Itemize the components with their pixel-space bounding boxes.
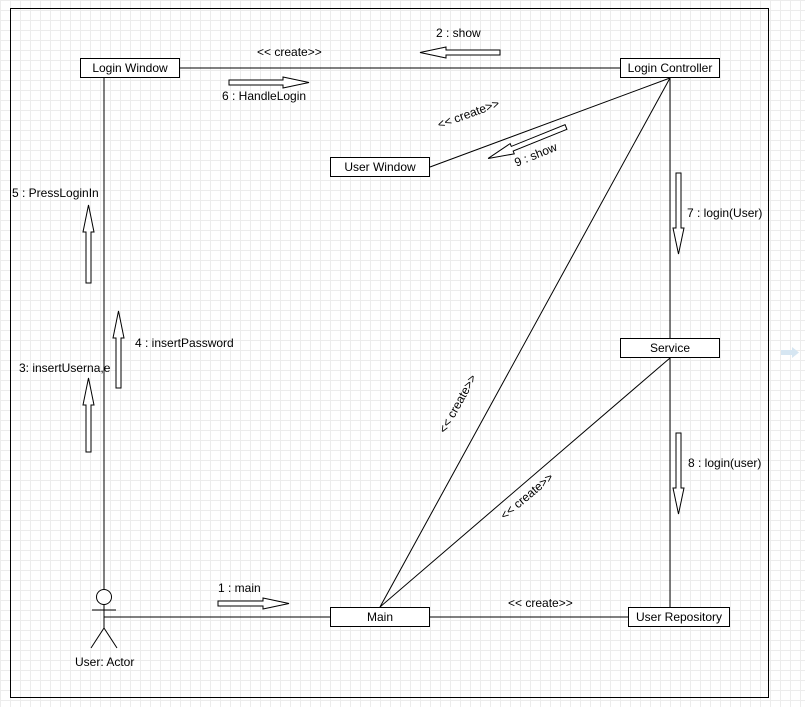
message-7-label: 7 : login(User) — [687, 206, 763, 220]
link-logincontroller-userwindow — [429, 77, 671, 168]
message-1-label: 1 : main — [218, 581, 261, 595]
arrow-7-login-user — [672, 172, 685, 255]
node-login-window[interactable]: Login Window — [80, 58, 180, 78]
message-4-label: 4 : insertPassword — [135, 336, 234, 350]
arrow-9-show — [487, 124, 568, 159]
link-logincontroller-main — [379, 77, 671, 608]
message-6-label: 6 : HandleLogin — [222, 89, 307, 103]
message-2-label: 2 : show — [436, 26, 481, 40]
arrow-4-insertpassword — [112, 310, 125, 389]
link-service-main — [379, 357, 671, 608]
node-login-controller[interactable]: Login Controller — [620, 58, 720, 78]
message-5-label: 5 : PressLoginIn — [12, 186, 99, 200]
message-8-label: 8 : login(user) — [688, 456, 762, 470]
message-3-label: 3: insertUserna,e — [19, 361, 111, 375]
create-label-loginwindow: << create>> — [257, 45, 322, 59]
arrow-6-handlelogin — [228, 76, 310, 89]
actor-leg-right — [103, 627, 118, 649]
arrow-8-login-user — [672, 432, 685, 515]
actor-label: User: Actor — [75, 655, 135, 669]
arrow-3-insertusername — [82, 377, 95, 453]
arrow-1-main — [217, 597, 290, 610]
actor-leg-left — [90, 627, 105, 649]
arrow-2-show — [419, 46, 501, 59]
actor-head — [96, 589, 112, 605]
ghost-arrow — [781, 347, 799, 358]
actor-figure — [90, 589, 118, 649]
node-user-repository[interactable]: User Repository — [628, 607, 730, 627]
node-main[interactable]: Main — [330, 607, 430, 627]
arrow-5-pressloginin — [82, 204, 95, 284]
node-user-window[interactable]: User Window — [330, 157, 430, 177]
create-label-userrepository: << create>> — [508, 596, 573, 610]
node-service[interactable]: Service — [620, 338, 720, 358]
